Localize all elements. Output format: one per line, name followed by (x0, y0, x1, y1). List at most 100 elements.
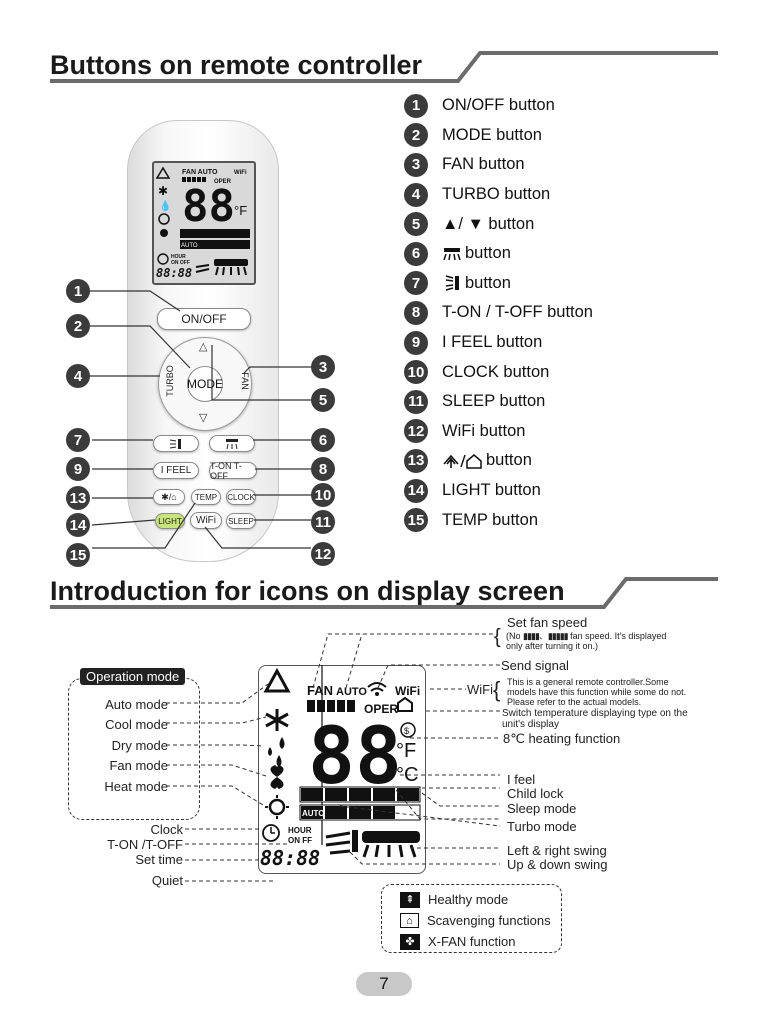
list-item-label: TURBO button (442, 185, 551, 204)
list-item: 12 WiFi button (404, 417, 734, 447)
list-item-label: T-ON / T-OFF button (442, 303, 593, 322)
number-badge: 10 (404, 360, 428, 385)
title-underline (50, 51, 718, 83)
callout-13: 13 (66, 486, 90, 510)
lcd-deg-f: °F (396, 740, 416, 762)
callout-14: 14 (66, 513, 90, 537)
remote-lcd-auto: AUTO (181, 243, 198, 249)
sleep-button[interactable]: SLEEP (226, 513, 256, 529)
lcd-time: 88:88 (260, 846, 320, 870)
scavenging-icon: ⌂ (400, 913, 419, 928)
number-badge: 6 (404, 241, 428, 266)
mode-label-heat: Heat mode (104, 779, 168, 794)
number-badge: 2 (404, 123, 428, 148)
healthy-scavenging-button[interactable]: ✱/⌂ (153, 489, 185, 505)
label-ifeel: I feel (507, 772, 536, 787)
left-right-swing-icon (445, 275, 459, 292)
label-heating: 8℃ heating function (503, 731, 621, 746)
number-badge: 4 (404, 182, 428, 207)
number-badge: 15 (404, 508, 428, 533)
mode-label-fan: Fan mode (109, 758, 168, 773)
lcd-auto-text: AUTO (336, 686, 367, 698)
legend-item: ✤ X-FAN function (400, 931, 561, 952)
label-set-time: Set time (135, 852, 183, 867)
down-arrow-button[interactable]: ▽ (199, 412, 208, 424)
list-item-label: MODE button (442, 125, 542, 144)
mode-button[interactable]: MODE (187, 366, 223, 402)
callout-5: 5 (311, 388, 335, 412)
label-turbo-mode: Turbo mode (507, 819, 577, 834)
label-ton-toff: T-ON /T-OFF (107, 837, 183, 852)
brace: { (494, 626, 501, 648)
remote-lcd-oper-text: OPER (214, 179, 232, 185)
remote-lcd-unit: °F (234, 203, 247, 218)
light-button[interactable]: LIGHT (155, 513, 185, 529)
number-badge: 13 (404, 448, 428, 473)
fan-speed-bars-icon: ▮▮▮▮ (523, 631, 540, 641)
number-badge: 11 (404, 389, 428, 414)
ifeel-button[interactable]: I FEEL (153, 462, 199, 479)
list-item-label: CLOCK button (442, 362, 550, 381)
clock-button[interactable]: CLOCK (226, 489, 256, 505)
remote-lcd-onoff: ON OFF (171, 260, 190, 266)
left-right-swing-button[interactable] (153, 435, 199, 452)
temp-button[interactable]: TEMP (191, 489, 221, 505)
list-item-label: FAN button (442, 155, 525, 174)
label-wifi: WiFi (467, 682, 493, 697)
remote-lcd-graphic: ✱ 💧 FAN AUTO OPER WiFi 88 °F AUTO HOUR O… (155, 166, 250, 280)
title-underline (50, 577, 718, 609)
list-item-label: WiFi button (442, 421, 526, 440)
lcd-hour: HOUR (288, 826, 312, 835)
legend-label: Scavenging functions (427, 913, 551, 928)
callout-8: 8 (311, 457, 335, 481)
up-down-swing-icon (443, 247, 461, 261)
left-right-swing-icon (169, 438, 181, 449)
number-badge: 14 (404, 478, 428, 503)
onoff-button[interactable]: ON/OFF (157, 308, 251, 330)
list-item: 7 button (404, 269, 734, 299)
label-switch-temp: Switch temperature displaying type on th… (502, 708, 688, 730)
lcd-oper-text: OPER (364, 702, 398, 716)
list-item-label: LIGHT button (442, 481, 541, 500)
lcd-auto-small: AUTO (302, 809, 325, 818)
number-badge: 12 (404, 419, 428, 444)
label-clock: Clock (150, 822, 183, 837)
operation-mode-header: Operation mode (80, 668, 186, 685)
ton-toff-button[interactable]: T-ON T-OFF (209, 461, 257, 481)
list-item-label: SLEEP button (442, 392, 546, 411)
list-item-label: button (465, 273, 511, 292)
list-item-label: button (465, 244, 511, 263)
up-arrow-button[interactable]: △ (199, 341, 208, 353)
list-item-label: ▲/ ▼ button (442, 214, 535, 233)
brace: { (493, 677, 501, 702)
xfan-icon: ✤ (400, 933, 420, 950)
label-set-fan-speed: Set fan speed (507, 615, 588, 630)
mode-label-dry: Dry mode (111, 738, 168, 753)
svg-text:$: $ (404, 726, 409, 736)
remote-lcd-wifi-text: WiFi (234, 170, 247, 176)
wifi-button[interactable]: WiFi (190, 512, 222, 529)
label-sleep-mode: Sleep mode (507, 801, 577, 816)
up-down-swing-icon (226, 438, 238, 449)
label-ud-swing: Up & down swing (507, 857, 608, 872)
up-down-swing-button[interactable] (209, 435, 255, 452)
list-item: 5▲/ ▼ button (404, 209, 734, 239)
list-item: 11 SLEEP button (404, 387, 734, 417)
callout-9: 9 (66, 457, 90, 481)
remote-lcd: ✱ 💧 FAN AUTO OPER WiFi 88 °F AUTO HOUR O… (152, 161, 256, 285)
legend-label: X-FAN function (428, 934, 516, 949)
remote-callout-lines (90, 290, 311, 549)
callout-6: 6 (311, 428, 335, 452)
lcd-panel-graphic: FAN AUTO OPER WiFi 88 $ °F °C AUTO HOUR … (260, 665, 421, 870)
callout-10: 10 (311, 483, 335, 507)
mode-label-auto: Auto mode (105, 697, 168, 712)
list-item: 14 LIGHT button (404, 476, 734, 506)
callout-12: 12 (311, 542, 335, 566)
section-title-icons: Introduction for icons on display screen (50, 576, 565, 606)
mode-label-cool: Cool mode (105, 717, 168, 732)
